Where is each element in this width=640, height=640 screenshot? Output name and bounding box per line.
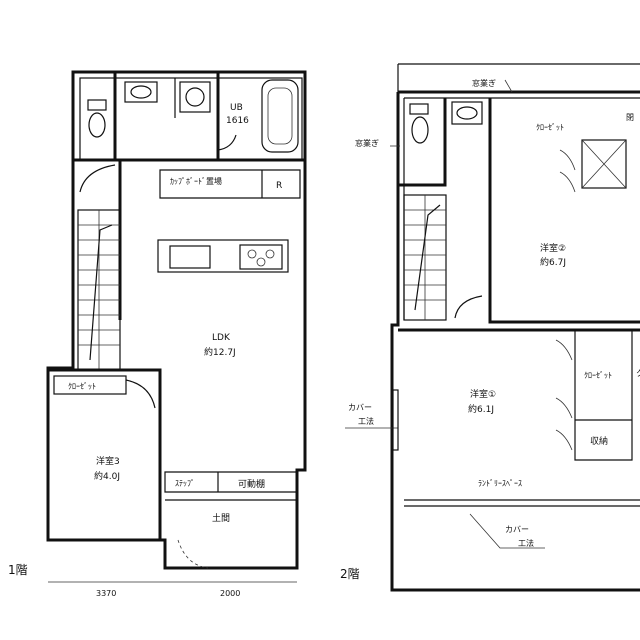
room2-wall: [488, 98, 640, 324]
room1-closet-doors: [555, 339, 573, 451]
floor2-toilet-wall: [398, 98, 447, 187]
bathtub-icon: [261, 79, 299, 153]
wash-basin-icon: [124, 81, 158, 103]
cupboard-area: [159, 169, 301, 199]
storage-label: 収納: [590, 435, 608, 447]
cover-left-label-2: 工法: [358, 416, 374, 426]
room3-label: 洋室3: [96, 455, 120, 467]
cut-square: [581, 139, 627, 189]
floor1-hall-door-swing: [79, 164, 116, 193]
ldk-label: LDK: [212, 333, 231, 343]
floor1-wet-area-outline: [79, 77, 303, 161]
step-label: ｽﾃｯﾌﾟ: [175, 479, 195, 488]
room2-label: 洋室②: [540, 242, 566, 254]
room2-closet-doors: [559, 149, 576, 193]
floor2-staircase: [403, 194, 447, 321]
cover-bottom-label-2: 工法: [518, 538, 534, 548]
shelf-label: 可動棚: [238, 478, 265, 490]
room1-label: 洋室①: [470, 388, 496, 400]
floor2-toilet-icon: [409, 103, 429, 144]
floor2-wash-basin-icon: [451, 101, 483, 125]
cover-bottom-label-1: カバー: [505, 525, 529, 534]
cover-left-label-1: カバー: [348, 403, 372, 412]
room2-closet-label: ｸﾛｰｾﾞｯﾄ: [536, 123, 564, 132]
room2-area-label: 約6.7J: [540, 256, 566, 268]
room1-closet-label: ｸﾛｰｾﾞｯﾄ: [584, 371, 612, 380]
room1-closet-wall: [574, 330, 633, 461]
floor1-dim-left: 3370: [96, 589, 116, 598]
floor1-outer-wall: [46, 70, 307, 570]
cupboard-label: ｶｯﾌﾟﾎﾞｰﾄﾞ置場: [170, 176, 222, 186]
room3-area-label: 約4.0J: [94, 470, 120, 482]
step-shelf-area: [164, 471, 298, 493]
cut-label-2: ク: [636, 369, 640, 378]
floor2-label: 2階: [340, 566, 360, 581]
floor1-closet-box: [53, 375, 127, 395]
floor2-inner-outline: [403, 97, 640, 320]
doma-label: 土間: [212, 512, 230, 524]
floor1-label: 1階: [8, 562, 28, 577]
laundry-label: ﾗﾝﾄﾞﾘｰｽﾍﾟｰｽ: [478, 479, 522, 488]
ub-size-label: 1616: [226, 116, 249, 126]
cover-bottom-leader: [469, 513, 545, 549]
floor2-window-label-top: 窓業ぎ: [472, 78, 496, 88]
room3-door-swing: [125, 379, 156, 409]
ub-label: UB: [230, 103, 243, 113]
floor2-top-eave: [397, 63, 640, 92]
room3-wall: [48, 368, 162, 540]
cover-left-window: [392, 389, 399, 451]
ub-door-swing: [217, 134, 237, 151]
floor1-toilet-wall: [73, 72, 117, 162]
kitchen-counter: [157, 239, 289, 273]
floor2-hall-door-swing: [454, 295, 483, 319]
floor2-window-label-left: 窓業ぎ: [355, 138, 379, 148]
floor1-staircase: [77, 209, 121, 371]
cut-square-cross: [581, 139, 627, 189]
floor-1-plan: UB 1616 ｶｯﾌﾟﾎﾞｰﾄﾞ置場 R LDK 約12.7J ｸﾛｰｾﾞｯﾄ: [8, 70, 307, 598]
floor1-closet-label: ｸﾛｰｾﾞｯﾄ: [68, 382, 96, 391]
entrance-door-swing: [177, 539, 209, 569]
laundry-divider: [404, 499, 640, 507]
ldk-area-label: 約12.7J: [204, 346, 236, 358]
leader-top: [504, 79, 513, 93]
floor1-dim-right: 2000: [220, 589, 240, 598]
washing-machine-icon: [179, 81, 211, 113]
cut-label-1: 閉: [626, 113, 634, 122]
room1-area-label: 約6.1J: [468, 403, 494, 415]
floor2-outer-wall: [390, 90, 640, 592]
toilet-icon: [87, 99, 107, 138]
fridge-label: R: [276, 181, 282, 191]
floor-2-plan: 窓業ぎ 窓業ぎ ｸﾛｰｾﾞｯﾄ 洋室② 約6.7J 閉 ｸﾛｰｾﾞｯﾄ 収納 洋…: [340, 63, 640, 592]
